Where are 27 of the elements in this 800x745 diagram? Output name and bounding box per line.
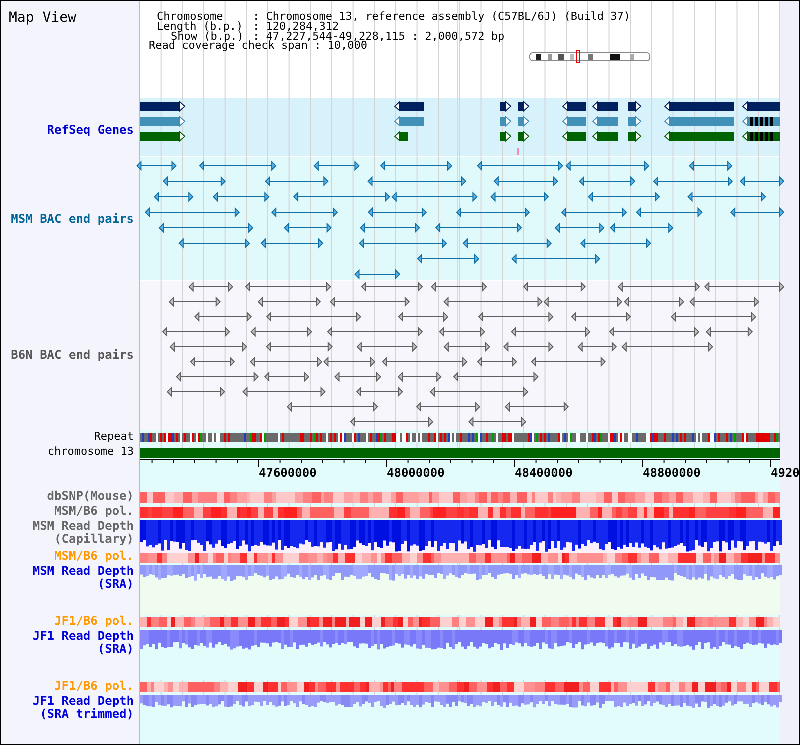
- track-label: JF1/B6 pol.: [54, 615, 134, 628]
- track-label: Repeat: [94, 431, 134, 443]
- header-text: Show (b.p.): [171, 32, 244, 42]
- track-label: MSM BAC end pairs: [10, 213, 134, 226]
- track-label: MSM Read Depth (Capillary): [32, 520, 134, 546]
- header-text: Read coverage check span : 10,000: [149, 41, 368, 51]
- track-label: dbSNP(Mouse): [46, 490, 134, 503]
- title: Map View: [9, 11, 76, 25]
- axis-tick-label: 48800000: [643, 467, 701, 480]
- header-text: Length (b.p.): [157, 22, 244, 32]
- track-label: chromosome 13: [48, 446, 134, 458]
- axis-tick-label: 4920: [771, 467, 800, 480]
- track-label: JF1 Read Depth (SRA): [32, 630, 134, 656]
- header-text: : 120,284,312: [253, 22, 340, 32]
- track-label: JF1 Read Depth (SRA trimmed): [32, 695, 134, 721]
- axis-tick-label: 48400000: [515, 467, 573, 480]
- track-label: RefSeq Genes: [46, 124, 134, 137]
- track-label: MSM Read Depth (SRA): [32, 565, 134, 591]
- track-label: B6N BAC end pairs: [10, 349, 134, 362]
- axis-tick-label: 47600000: [259, 467, 317, 480]
- track-label: MSM/B6 pol.: [54, 550, 134, 563]
- header-text: : 47,227,544-49,228,115 : 2,000,572 bp: [253, 32, 505, 42]
- track-label: JF1/B6 pol.: [54, 680, 134, 693]
- track-label: MSM/B6 pol.: [54, 505, 134, 518]
- header-text: Chromosome: [157, 12, 224, 22]
- axis-tick-label: 48000000: [387, 467, 445, 480]
- header-text: : Chromosome 13, reference assembly (C57BL/6J) (Build 37): [253, 12, 630, 22]
